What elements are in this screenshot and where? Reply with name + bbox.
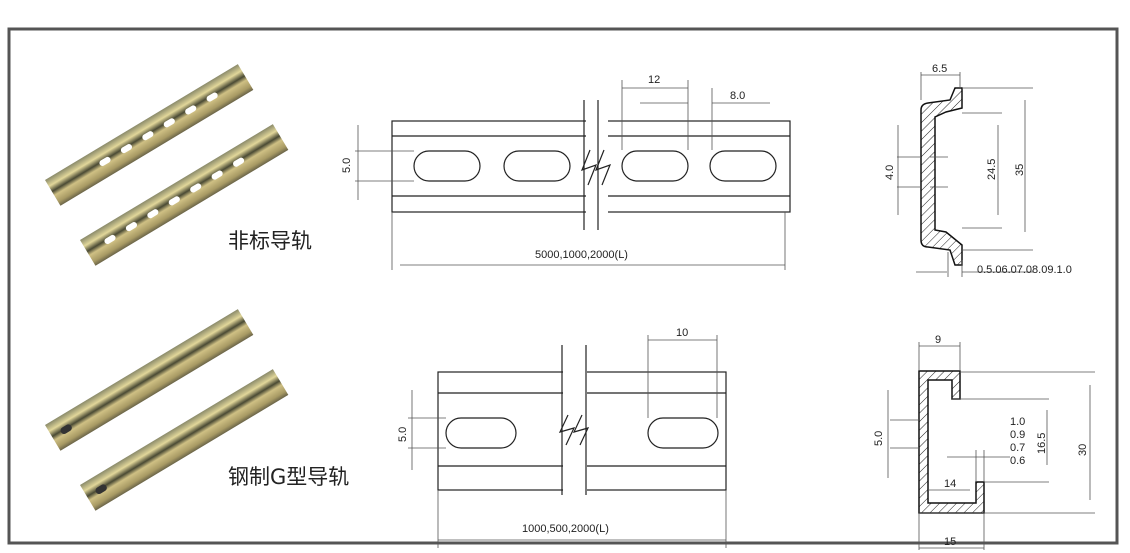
dim-top-width: 6.5 (932, 63, 947, 75)
front-view-g-rail: 10 5.0 1000,500,2000(L) (397, 327, 727, 548)
dim-thickness: 0.5.06.07.08.09.1.0 (977, 264, 1072, 276)
rail-photo-slotted-top (44, 64, 289, 266)
dim-inner-height-g: 16.5 (1036, 433, 1048, 454)
dim-thickness-1: 1.0 (1010, 416, 1025, 428)
dim-slot-width-g: 10 (676, 327, 688, 339)
rail-photo-g-type (44, 309, 289, 511)
dim-thickness-2: 0.9 (1010, 429, 1025, 441)
dim-inner-width-g: 14 (944, 478, 956, 490)
dim-hole-g: 5.0 (873, 431, 885, 446)
outer-frame (7, 27, 1119, 545)
front-view-slotted-rail: 12 8.0 5.0 5000,1000,2000(L) (341, 74, 791, 270)
profile-view-top-hat: 6.5 4.0 24.5 35 0.5.06.07.08.09.1.0 (884, 63, 1072, 277)
dim-top-width-g: 9 (935, 334, 941, 346)
dim-thickness-3: 0.7 (1010, 442, 1025, 454)
dim-length: 5000,1000,2000(L) (535, 249, 628, 261)
dim-slot-width: 8.0 (730, 90, 745, 102)
label-nonstandard-rail: 非标导轨 (228, 229, 312, 253)
dim-hole: 4.0 (884, 165, 896, 180)
dim-total-height-g: 30 (1077, 444, 1089, 456)
dim-slot-pitch: 12 (648, 74, 660, 86)
label-steel-g-rail: 钢制G型导轨 (228, 465, 349, 489)
dim-thickness-4: 0.6 (1010, 455, 1025, 467)
dim-slot-height-g: 5.0 (397, 427, 409, 442)
dim-length-g: 1000,500,2000(L) (522, 523, 609, 535)
dim-bottom-width-g: 15 (944, 536, 956, 548)
slot-ovals-g (445, 417, 719, 449)
dim-total-height: 35 (1014, 164, 1026, 176)
profile-view-g-type: 9 5.0 1.0 0.9 0.7 0.6 16.5 30 14 15 (873, 334, 1095, 550)
dim-slot-height: 5.0 (341, 158, 353, 173)
dim-inner-height: 24.5 (986, 159, 998, 180)
slot-ovals (413, 150, 777, 182)
